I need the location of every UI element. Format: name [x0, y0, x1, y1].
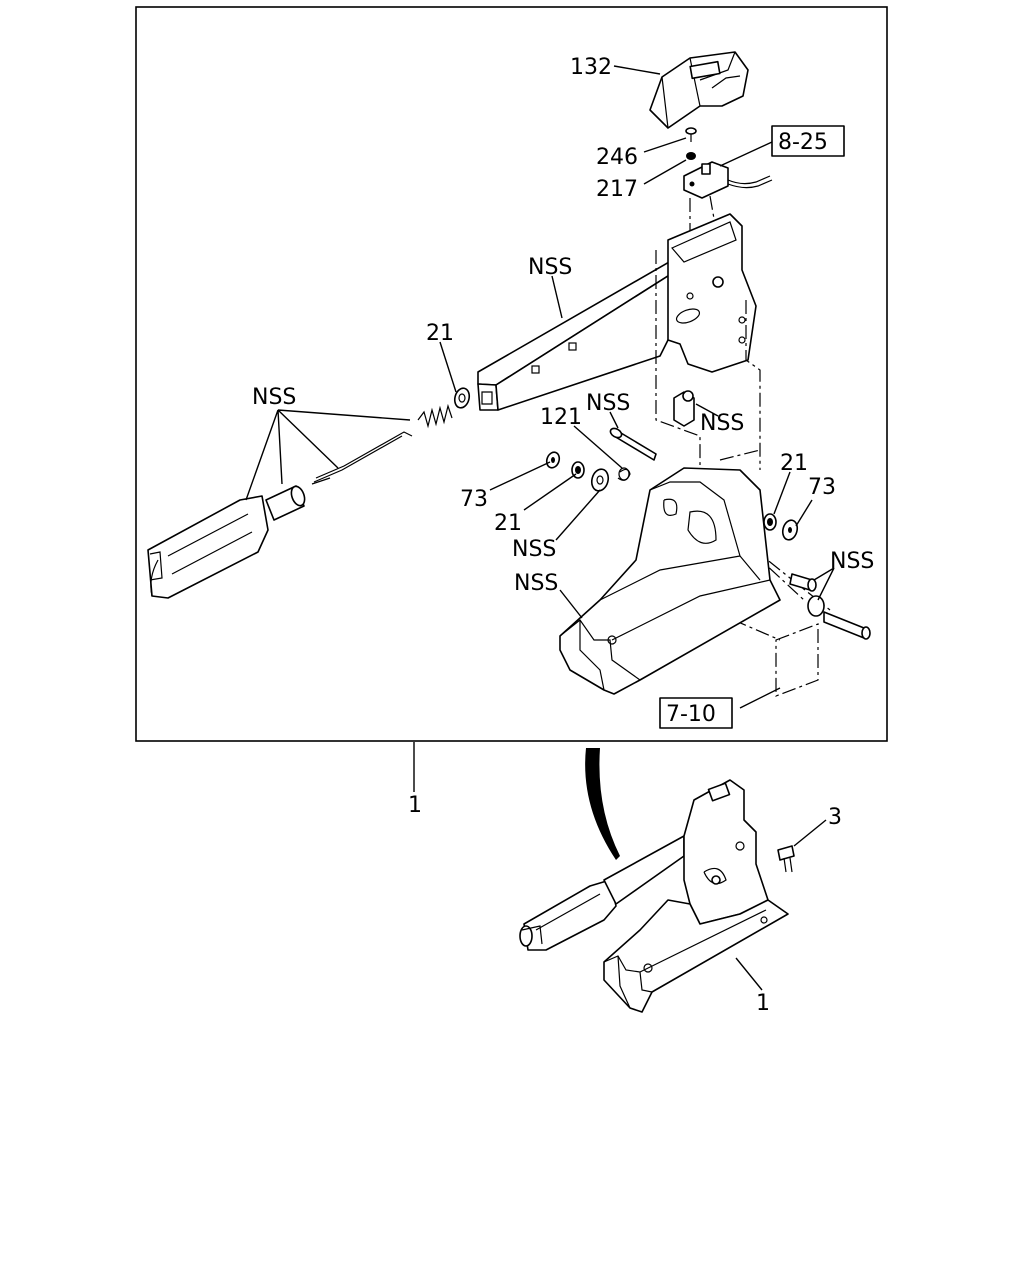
release-rod[interactable]	[311, 431, 413, 485]
callout-73-right: 73	[808, 475, 836, 500]
callout-nss-handle: NSS	[252, 385, 296, 410]
callout-nss-bolts-right: NSS	[830, 549, 874, 574]
callout-217: 217	[596, 177, 638, 202]
push-button[interactable]	[265, 485, 307, 521]
bolt-nss-right-upper[interactable]	[789, 573, 817, 592]
callout-nss-bolt: NSS	[586, 391, 630, 416]
callout-nss-pawl: NSS	[700, 411, 744, 436]
callout-21-spring-washer: 21	[426, 321, 454, 346]
screw-246[interactable]	[685, 127, 697, 142]
callout-73-left: 73	[460, 487, 488, 512]
bolt-3[interactable]	[777, 845, 795, 873]
handle-grip[interactable]	[147, 495, 269, 599]
assembled-lever[interactable]	[519, 779, 789, 1013]
callout-3: 3	[828, 805, 842, 830]
callout-1-main: 1	[408, 793, 422, 818]
callout-nss-base: NSS	[514, 571, 558, 596]
callout-7-10: 7-10	[666, 702, 716, 727]
assembly-arrow	[585, 748, 620, 860]
exploded-view-frame	[135, 6, 888, 742]
cover-132[interactable]	[649, 51, 749, 129]
ref-box-7-10[interactable]	[659, 697, 733, 729]
lever-channel[interactable]	[477, 249, 691, 411]
callout-nss-channel: NSS	[528, 255, 572, 280]
leader-nss-left	[245, 409, 411, 501]
spring[interactable]	[417, 403, 453, 429]
pawl-plate[interactable]	[673, 390, 695, 427]
washer-73-right[interactable]	[781, 519, 800, 542]
washer-73-left[interactable]	[545, 450, 562, 469]
spring-21-top[interactable]	[453, 387, 472, 410]
washer-217[interactable]	[686, 152, 696, 160]
pivot-bolt[interactable]	[609, 427, 657, 461]
nut-21-right[interactable]	[763, 513, 777, 531]
washer-nss-mid[interactable]	[589, 467, 610, 492]
callout-121: 121	[540, 405, 582, 430]
clip-121[interactable]	[617, 467, 631, 481]
nut-21-mid[interactable]	[571, 461, 585, 479]
switch-8-25[interactable]	[683, 161, 773, 238]
callout-21-mid: 21	[494, 511, 522, 536]
callout-1-assembly: 1	[756, 991, 770, 1016]
callout-132: 132	[570, 55, 612, 80]
lever-bracket[interactable]	[667, 213, 757, 373]
callout-21-right: 21	[780, 451, 808, 476]
callout-nss-washer: NSS	[512, 537, 556, 562]
ref-box-8-25[interactable]	[771, 125, 845, 157]
callout-8-25: 8-25	[778, 130, 828, 155]
bolt-nss-right-lower[interactable]	[807, 595, 871, 640]
callout-246: 246	[596, 145, 638, 170]
base-bracket[interactable]	[559, 467, 781, 695]
label-plate-7-10[interactable]	[775, 623, 819, 697]
